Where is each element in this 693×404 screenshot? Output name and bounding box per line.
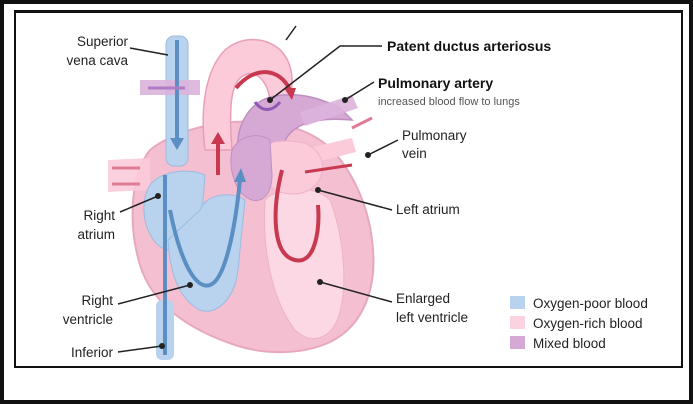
label-superior-vena-cava-2: vena cava	[66, 53, 128, 68]
leader-inferior	[118, 346, 162, 352]
label-left-atrium: Left atrium	[396, 202, 460, 217]
legend-swatch-oxygen-rich	[510, 316, 525, 329]
legend-label-oxygen-rich: Oxygen-rich blood	[533, 316, 643, 331]
leader-dot-patent-ductus	[267, 97, 273, 103]
pulmonary-vein-left	[108, 158, 150, 192]
leader-superior-vena-cava	[130, 48, 168, 55]
label-right-ventricle-2: ventricle	[63, 312, 113, 327]
leader-dot-inferior	[159, 343, 165, 349]
label-pulmonary-vein-1: Pulmonary	[402, 128, 467, 143]
label-pulmonary-artery-note: increased blood flow to lungs	[378, 96, 520, 108]
legend-label-oxygen-poor: Oxygen-poor blood	[533, 296, 648, 311]
label-right-atrium-2: atrium	[77, 227, 115, 242]
label-pulmonary-artery: Pulmonary artery	[378, 75, 493, 91]
label-patent-ductus: Patent ductus arteriosus	[387, 38, 551, 54]
heart-illustration	[108, 36, 373, 360]
leader-pulmonary-vein	[368, 140, 398, 155]
legend-swatch-mixed	[510, 336, 525, 349]
leader-dot-pulmonary-vein	[365, 152, 371, 158]
label-right-ventricle-1: Right	[81, 293, 113, 308]
leader-dot-right-atrium	[155, 193, 161, 199]
leader-dot-pulmonary-artery	[342, 97, 348, 103]
label-inferior: Inferior	[71, 345, 114, 360]
legend: Oxygen-poor blood Oxygen-rich blood Mixe…	[510, 296, 648, 351]
leader-top-tick	[286, 26, 296, 40]
leader-dot-right-ventricle	[187, 282, 193, 288]
label-superior-vena-cava-1: Superior	[77, 34, 129, 49]
leader-dot-enlarged-left-ventricle	[317, 279, 323, 285]
label-right-atrium-1: Right	[83, 208, 115, 223]
label-enlarged-2: left ventricle	[396, 310, 468, 325]
label-enlarged-1: Enlarged	[396, 291, 450, 306]
legend-label-mixed: Mixed blood	[533, 336, 606, 351]
label-pulmonary-vein-2: vein	[402, 146, 427, 161]
pink-small-arrow-right	[352, 118, 372, 128]
leader-pulmonary-artery	[345, 82, 374, 100]
leader-dot-left-atrium	[315, 187, 321, 193]
legend-swatch-oxygen-poor	[510, 296, 525, 309]
